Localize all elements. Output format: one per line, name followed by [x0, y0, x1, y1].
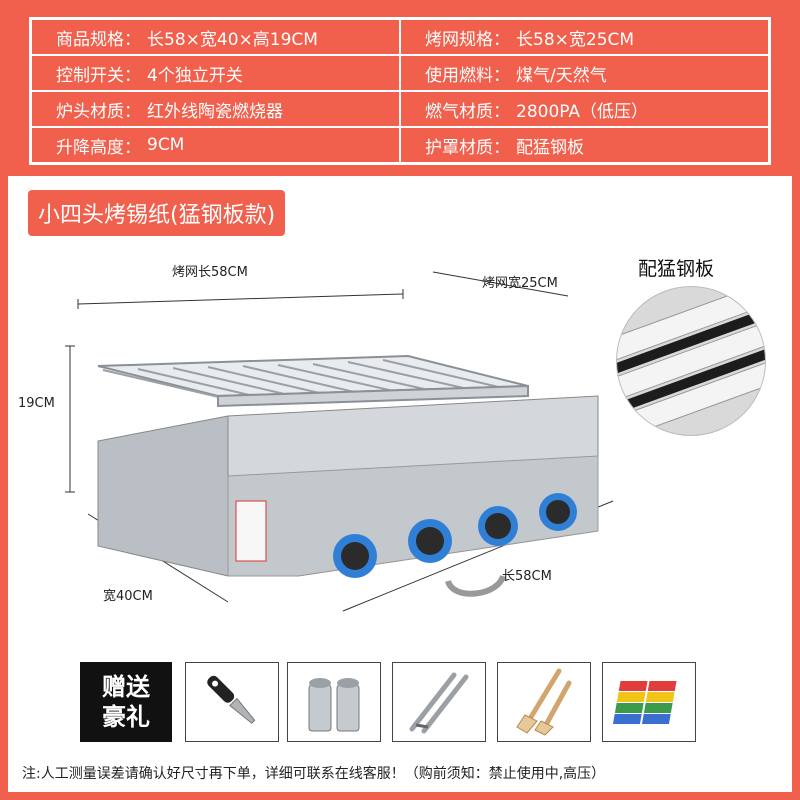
grill-rack: [97, 354, 529, 408]
steel-plate-icon: [617, 287, 765, 435]
gift-item-tongs: [392, 662, 486, 742]
gift-item-brushes: [497, 662, 591, 742]
spec-cell-burner: 炉头材质：红外线陶瓷燃烧器: [31, 91, 400, 127]
spec-cell-size: 商品规格：长58×宽40×高19CM: [31, 19, 400, 55]
bbq-tongs-icon: [409, 672, 469, 734]
grill-illustration: [65, 271, 614, 612]
grill-width-label: 烤网宽25CM: [482, 276, 558, 291]
spec-cell-grill-size: 烤网规格：长58×宽25CM: [400, 19, 769, 55]
gift-label: 赠送 豪礼: [80, 662, 172, 742]
gift-item-spice-shakers: [287, 662, 381, 742]
product-panel: 小四头烤锡纸(猛钢板款): [8, 176, 792, 792]
spec-cell-gas-pressure: 燃气材质：2800PA（低压）: [400, 91, 769, 127]
length-label: 长58CM: [502, 569, 552, 584]
foil-sheets-icon: [612, 681, 677, 724]
side-title: 配猛钢板: [638, 258, 715, 280]
oyster-knife-icon: [207, 675, 256, 724]
grill-body: [97, 395, 599, 597]
gift-item-foil: [602, 662, 696, 742]
spec-cell-fuel: 使用燃料：煤气/天然气: [400, 55, 769, 91]
spec-cell-lift-height: 升降高度：9CM: [31, 127, 400, 163]
basting-brush-icon: [516, 668, 572, 736]
grill-length-label: 烤网长58CM: [172, 265, 248, 280]
spec-table: 商品规格：长58×宽40×高19CM 烤网规格：长58×宽25CM 控制开关：4…: [29, 17, 771, 165]
gift-item-oyster-knife: [185, 662, 279, 742]
control-knobs: [333, 493, 577, 578]
footnote: 注:人工测量误差请确认好尺寸再下单，详细可联系在线客服！（购前须知：禁止使用中,…: [22, 766, 606, 782]
model-tag: 小四头烤锡纸(猛钢板款): [28, 190, 286, 236]
plate-detail-circle: [616, 286, 766, 436]
spice-shaker-icon: [308, 678, 360, 732]
spec-cell-switch: 控制开关：4个独立开关: [31, 55, 400, 91]
depth-label: 宽40CM: [103, 589, 153, 604]
height-label: 19CM: [18, 396, 55, 411]
spec-cell-cover: 护罩材质：配猛钢板: [400, 127, 769, 163]
